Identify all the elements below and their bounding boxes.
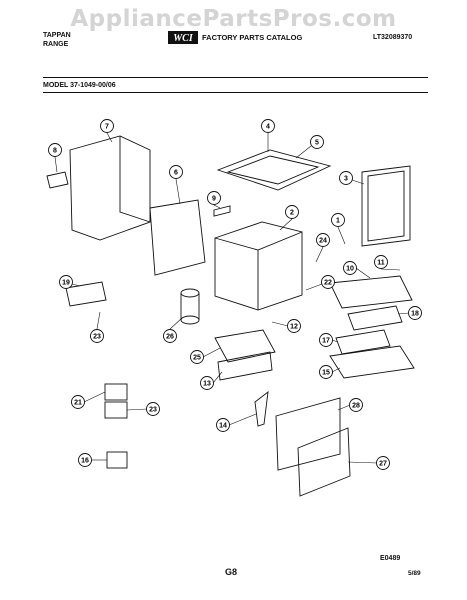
svg-text:25: 25 xyxy=(193,355,201,362)
diagram-code: E0489 xyxy=(380,555,401,562)
catalog-title: FACTORY PARTS CATALOG xyxy=(202,33,303,42)
part-27-kick-panel xyxy=(297,427,351,497)
svg-text:11: 11 xyxy=(377,260,385,267)
part-16-switch xyxy=(106,451,128,469)
callout-3: 3 xyxy=(339,171,353,185)
svg-text:15: 15 xyxy=(322,370,330,377)
page-number: G8 xyxy=(225,567,238,577)
svg-text:28: 28 xyxy=(352,403,360,410)
callout-25: 25 xyxy=(190,350,204,364)
callout-12: 12 xyxy=(287,319,301,333)
brand-label: TAPPAN RANGE xyxy=(43,31,71,49)
svg-text:23: 23 xyxy=(93,334,101,341)
callout-1: 1 xyxy=(331,213,345,227)
svg-text:4: 4 xyxy=(266,124,270,131)
callout-18: 18 xyxy=(408,306,422,320)
callout-13: 13 xyxy=(200,376,214,390)
svg-text:5: 5 xyxy=(315,140,319,147)
document-number: LT32089370 xyxy=(373,34,413,41)
svg-text:9: 9 xyxy=(212,196,216,203)
part-6-back-panel xyxy=(149,199,206,276)
part-10-oven-rack xyxy=(329,275,413,309)
svg-text:21: 21 xyxy=(74,400,82,407)
svg-text:10: 10 xyxy=(346,266,354,273)
callout-labels: 1 2 3 4 5 6 7 8 9 10 11 12 13 14 15 16 1… xyxy=(48,119,422,470)
callout-5: 5 xyxy=(310,135,324,149)
part-25-bottom-pan xyxy=(214,329,276,363)
wci-logo-icon: WCI xyxy=(168,31,198,44)
svg-text:12: 12 xyxy=(290,324,298,331)
part-28-door-glass xyxy=(275,397,341,471)
svg-text:13: 13 xyxy=(203,381,211,388)
callout-7: 7 xyxy=(100,119,114,133)
svg-text:24: 24 xyxy=(319,238,327,245)
model-number: MODEL 37-1049-00/06 xyxy=(43,82,116,89)
part-18-broiler-pan xyxy=(347,305,403,331)
callout-19: 19 xyxy=(59,275,73,289)
svg-text:18: 18 xyxy=(411,311,419,318)
callout-11: 11 xyxy=(374,255,388,269)
svg-text:26: 26 xyxy=(166,334,174,341)
callout-9: 9 xyxy=(207,191,221,205)
callout-24: 24 xyxy=(316,233,330,247)
part-19-burner-block xyxy=(65,281,107,307)
part-3-door-frame xyxy=(361,165,411,247)
part-26-cylinder xyxy=(180,288,200,298)
callout-10: 10 xyxy=(343,261,357,275)
callout-28: 28 xyxy=(349,398,363,412)
callout-17: 17 xyxy=(319,333,333,347)
svg-text:8: 8 xyxy=(53,148,57,155)
callout-16: 16 xyxy=(78,453,92,467)
svg-text:17: 17 xyxy=(322,338,330,345)
part-14-handle xyxy=(254,390,269,427)
part-13-base xyxy=(217,351,273,381)
header-divider xyxy=(43,77,428,78)
callout-14: 14 xyxy=(216,418,230,432)
svg-text:3: 3 xyxy=(344,176,348,183)
catalog-heading: WCI FACTORY PARTS CATALOG xyxy=(168,31,302,44)
svg-text:27: 27 xyxy=(379,461,387,468)
part-23-switch xyxy=(104,401,128,419)
part-15-door-gasket xyxy=(329,345,415,379)
svg-text:WCI: WCI xyxy=(173,33,194,44)
callout-2: 2 xyxy=(285,205,299,219)
revision-date: 5/89 xyxy=(408,570,421,577)
svg-text:7: 7 xyxy=(105,124,109,131)
callout-15: 15 xyxy=(319,365,333,379)
part-7-side-panel xyxy=(69,135,151,241)
svg-text:1: 1 xyxy=(336,218,340,225)
callout-23b: 23 xyxy=(90,329,104,343)
part-21-switch xyxy=(104,383,128,401)
svg-text:19: 19 xyxy=(62,280,70,287)
callout-26: 26 xyxy=(163,329,177,343)
svg-text:2: 2 xyxy=(290,210,294,217)
model-divider xyxy=(43,92,428,93)
svg-text:14: 14 xyxy=(219,423,227,430)
callout-23: 23 xyxy=(146,402,160,416)
callout-6: 6 xyxy=(169,165,183,179)
callout-27: 27 xyxy=(376,456,390,470)
leader-lines xyxy=(54,132,410,464)
watermark-text: AppliancePartsPros.com xyxy=(70,6,397,32)
brand-line2: RANGE xyxy=(43,41,69,48)
part-4-top-cover xyxy=(216,149,332,191)
svg-text:6: 6 xyxy=(174,170,178,177)
callout-21: 21 xyxy=(71,395,85,409)
part-2-oven-body xyxy=(214,221,303,311)
part-17-broiler-insert xyxy=(335,329,391,355)
brand-line1: TAPPAN xyxy=(43,32,71,39)
callout-22: 22 xyxy=(321,275,335,289)
svg-text:16: 16 xyxy=(81,458,89,465)
part-8-plate xyxy=(46,171,69,189)
svg-text:23: 23 xyxy=(149,407,157,414)
part-9-bracket xyxy=(213,205,231,217)
callout-8: 8 xyxy=(48,143,62,157)
svg-text:22: 22 xyxy=(324,280,332,287)
callout-4: 4 xyxy=(261,119,275,133)
